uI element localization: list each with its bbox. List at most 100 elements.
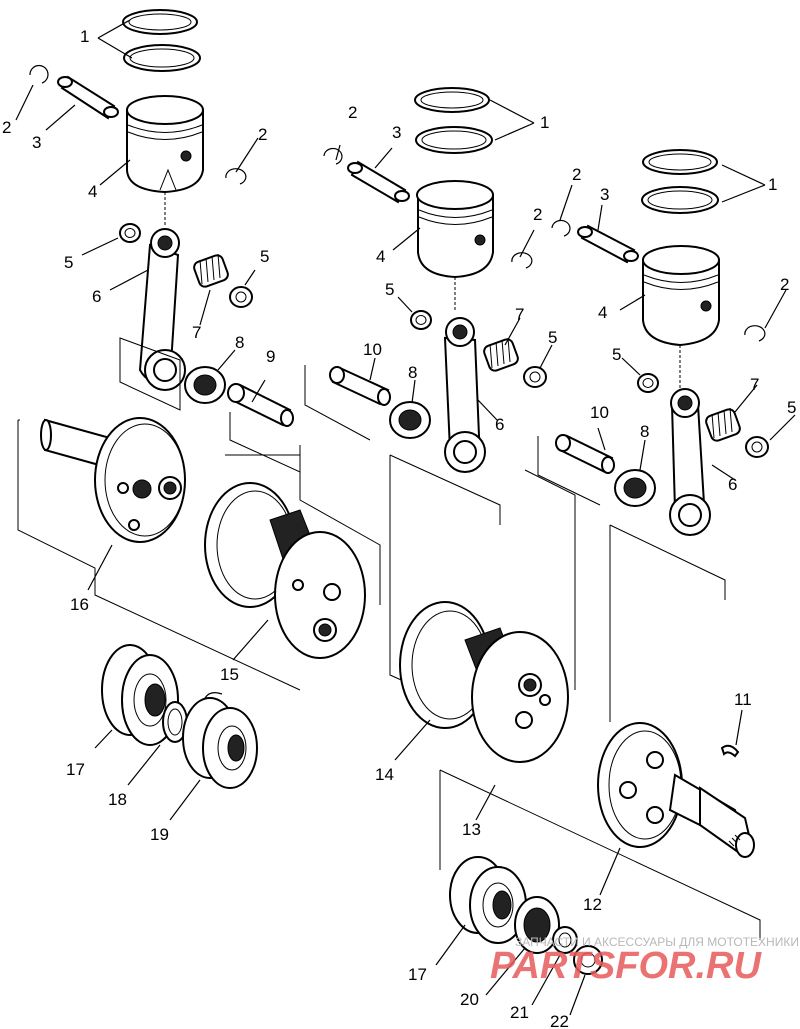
callout-7: 7	[750, 375, 759, 394]
piston	[642, 245, 720, 347]
callout-8: 8	[408, 363, 417, 382]
piston-ring	[415, 126, 493, 154]
callout-5: 5	[787, 398, 796, 417]
watermark: ЗАПЧАСТИ И АКСЕССУАРЫ ДЛЯ МОТОТЕХНИКИ PA…	[490, 935, 799, 987]
callout-6: 6	[92, 287, 101, 306]
callout-19: 19	[150, 825, 169, 844]
callout-4: 4	[88, 182, 97, 201]
callout-5: 5	[260, 247, 269, 266]
circlip	[551, 219, 571, 237]
callout-16: 16	[70, 595, 89, 614]
thrust-washer	[229, 286, 253, 308]
spacer-washer	[552, 926, 578, 954]
callout-9: 9	[266, 347, 275, 366]
circlip	[511, 252, 533, 269]
crankshaft-half-center-right	[399, 469, 576, 763]
callout-5: 5	[64, 253, 73, 272]
callout-5: 5	[612, 345, 621, 364]
crankshaft-half-right	[597, 722, 755, 858]
main-bearing	[101, 644, 179, 746]
callout-labels: 1 2 3 2 4 5 5 6 7 8 9 16 15 17 18 19 2 3…	[2, 27, 796, 1029]
ball-bearing	[182, 692, 258, 789]
thrust-washer	[637, 373, 659, 393]
callout-11: 11	[734, 690, 752, 709]
callout-12: 12	[583, 895, 602, 914]
piston-ring	[641, 186, 719, 214]
piston-pin	[347, 160, 410, 204]
callout-2: 2	[2, 118, 11, 137]
nut	[573, 945, 603, 975]
callout-20: 20	[460, 990, 479, 1009]
circlip	[225, 168, 247, 185]
callout-10: 10	[590, 403, 609, 422]
piston-assembly-center	[304, 87, 547, 716]
callout-3: 3	[392, 123, 401, 142]
callout-2: 2	[533, 205, 542, 224]
crankshaft-half-left	[17, 417, 301, 691]
callout-7: 7	[515, 305, 524, 324]
callout-4: 4	[376, 247, 385, 266]
callout-2: 2	[572, 165, 581, 184]
callout-3: 3	[600, 185, 609, 204]
thrust-washer	[410, 310, 432, 330]
piston-pin	[57, 75, 119, 120]
callout-17: 17	[408, 965, 427, 984]
callout-17: 17	[66, 760, 85, 779]
callout-3: 3	[32, 133, 41, 152]
connecting-rod	[669, 388, 711, 536]
crank-pin	[555, 434, 615, 474]
big-end-bearing	[614, 469, 656, 507]
oil-seal	[514, 896, 560, 954]
connecting-rod	[443, 317, 486, 473]
crank-pin	[227, 383, 294, 427]
piston-assembly-left	[29, 9, 301, 473]
callout-21: 21	[510, 1003, 529, 1022]
connecting-rod	[138, 228, 186, 391]
piston	[126, 95, 204, 194]
callout-7: 7	[192, 323, 201, 342]
needle-bearing	[705, 407, 741, 442]
callout-18: 18	[108, 790, 127, 809]
callout-1: 1	[768, 175, 777, 194]
watermark-logo: PARTSFOR.RU	[490, 945, 762, 987]
big-end-bearing	[184, 366, 226, 404]
piston-ring	[123, 44, 201, 72]
callout-2: 2	[780, 275, 789, 294]
callout-2: 2	[348, 103, 357, 122]
callout-8: 8	[235, 333, 244, 352]
callout-13: 13	[462, 820, 481, 839]
callout-1: 1	[540, 113, 549, 132]
callout-22: 22	[550, 1012, 569, 1029]
thrust-washer	[745, 436, 769, 458]
crankshaft-half-center-left	[204, 454, 381, 659]
circlip	[744, 325, 766, 342]
piston-assembly-right	[537, 149, 769, 722]
callout-15: 15	[220, 665, 239, 684]
callout-2: 2	[258, 125, 267, 144]
leader-lines	[15, 19, 796, 1016]
main-bearing	[449, 856, 527, 944]
circlip	[323, 147, 343, 165]
callout-6: 6	[495, 415, 504, 434]
thrust-washer	[523, 366, 547, 388]
thrust-washer	[119, 223, 141, 243]
woodruff-key	[720, 744, 740, 758]
callout-14: 14	[375, 765, 394, 784]
callout-5: 5	[385, 280, 394, 299]
needle-bearing	[483, 337, 519, 372]
callout-5: 5	[548, 328, 557, 347]
needle-bearing	[193, 253, 229, 288]
big-end-bearing	[389, 401, 431, 439]
piston-pin	[577, 224, 639, 264]
callout-6: 6	[728, 475, 737, 494]
crank-pin	[329, 366, 391, 406]
callout-1: 1	[80, 27, 89, 46]
watermark-caption: ЗАПЧАСТИ И АКСЕССУАРЫ ДЛЯ МОТОТЕХНИКИ	[515, 935, 799, 949]
callout-8: 8	[640, 422, 649, 441]
piston	[416, 180, 494, 279]
callout-4: 4	[598, 303, 607, 322]
callout-10: 10	[363, 340, 382, 359]
circlip	[29, 64, 49, 84]
